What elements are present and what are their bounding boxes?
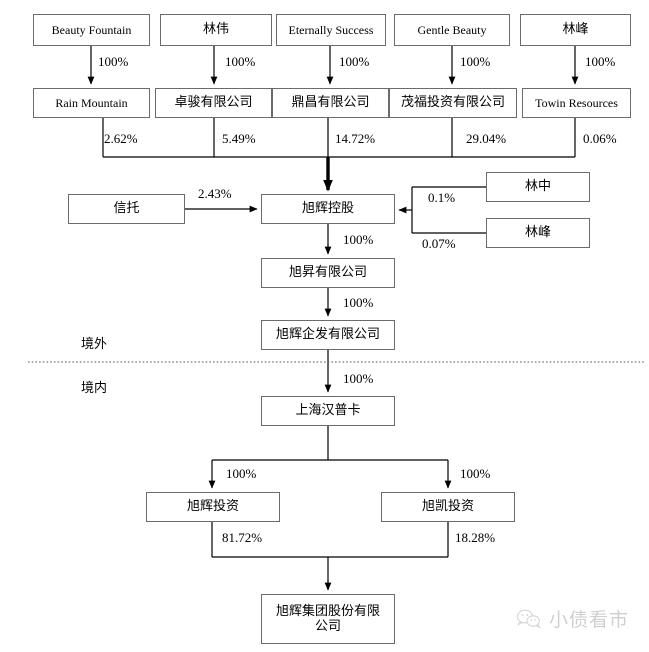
node-label: 旭辉投资: [186, 499, 239, 515]
watermark: 小债看市: [516, 605, 629, 632]
edge-label-maofu-pct: 29.04%: [466, 131, 507, 146]
node-label: 旭辉企发有限公司: [275, 327, 380, 343]
node-rain-mountain[interactable]: Rain Mountain: [33, 88, 150, 118]
node-label: Rain Mountain: [55, 95, 128, 110]
edge-label-dingchang-pct: 14.72%: [335, 131, 376, 146]
watermark-text: 小债看市: [549, 609, 630, 631]
node-label: 鼎昌有限公司: [291, 95, 370, 111]
edge-label-lin-zhong-pct: 0.1%: [428, 190, 456, 205]
node-lin-wei[interactable]: 林伟: [160, 14, 272, 46]
node-zhuojun[interactable]: 卓骏有限公司: [155, 88, 272, 118]
edge-label-cifi-holdings-xusheng: 100%: [343, 232, 374, 247]
node-xukai-investment[interactable]: 旭凯投资: [381, 492, 515, 522]
wechat-bubble-icon: [516, 609, 542, 629]
node-label: 林峰: [562, 22, 589, 38]
node-xusheng[interactable]: 旭昇有限公司: [261, 258, 395, 288]
node-gentle-beauty[interactable]: Gentle Beauty: [394, 14, 510, 46]
edge-label-xukai-invest-group: 18.28%: [455, 530, 496, 545]
edge-label-trust-pct: 2.43%: [198, 186, 232, 201]
edge-label-hanpuka-xukai-invest: 100%: [460, 466, 491, 481]
node-label: Towin Resources: [535, 95, 618, 110]
node-label: Gentle Beauty: [417, 22, 487, 37]
edge-label-beauty-fountain-100: 100%: [98, 54, 129, 69]
edge-label-lin-feng-100: 100%: [585, 54, 616, 69]
edge-label-cifi-invest-group: 81.72%: [222, 530, 263, 545]
node-label: Eternally Success: [288, 22, 374, 37]
edge-label-lin-feng-right-pct: 0.07%: [422, 236, 456, 251]
edge-label-lin-wei-100: 100%: [225, 54, 256, 69]
edge-label-eternally-100: 100%: [339, 54, 370, 69]
node-label: Beauty Fountain: [51, 22, 132, 37]
node-label: 上海汉普卡: [295, 403, 361, 419]
node-towin-resources[interactable]: Towin Resources: [522, 88, 631, 118]
edge-label-zhuojun-pct: 5.49%: [222, 131, 256, 146]
node-cifi-group-holdings[interactable]: 旭辉集团股份有限 公司: [261, 594, 395, 644]
node-lin-feng-right[interactable]: 林峰: [486, 218, 590, 248]
node-label: 林中: [524, 179, 551, 195]
edge-label-rain-mountain-pct: 2.62%: [104, 131, 138, 146]
node-trust[interactable]: 信托: [68, 194, 185, 224]
edge-label-xusheng-qifa: 100%: [343, 295, 374, 310]
node-label: 卓骏有限公司: [174, 95, 253, 111]
edge-label-gentle-beauty-100: 100%: [460, 54, 491, 69]
node-label: 林伟: [202, 22, 229, 38]
zone-label-offshore: 境外: [81, 337, 108, 352]
node-lin-zhong[interactable]: 林中: [486, 172, 590, 202]
edge-label-qifa-hanpuka: 100%: [343, 371, 374, 386]
node-lin-feng-top[interactable]: 林峰: [520, 14, 631, 46]
edge-label-towin-pct: 0.06%: [583, 131, 617, 146]
node-label: 旭凯投资: [421, 499, 474, 515]
node-label: 信托: [113, 201, 140, 217]
node-label: 旭辉集团股份有限 公司: [275, 603, 380, 634]
node-label: 茂福投资有限公司: [400, 95, 505, 111]
node-cifi-investment[interactable]: 旭辉投资: [146, 492, 280, 522]
node-maofu-investment[interactable]: 茂福投资有限公司: [389, 88, 517, 118]
node-cifi-holdings[interactable]: 旭辉控股: [261, 194, 395, 224]
node-label: 旭昇有限公司: [288, 265, 367, 281]
node-dingchang[interactable]: 鼎昌有限公司: [272, 88, 389, 118]
node-shanghai-hanpuka[interactable]: 上海汉普卡: [261, 396, 395, 426]
node-label: 旭辉控股: [301, 201, 354, 217]
node-eternally-success[interactable]: Eternally Success: [276, 14, 386, 46]
zone-label-onshore: 境内: [81, 381, 108, 396]
edge-label-hanpuka-cifi-invest: 100%: [226, 466, 257, 481]
node-label: 林峰: [524, 225, 551, 241]
node-beauty-fountain[interactable]: Beauty Fountain: [33, 14, 150, 46]
node-cifi-qifa[interactable]: 旭辉企发有限公司: [261, 320, 395, 350]
